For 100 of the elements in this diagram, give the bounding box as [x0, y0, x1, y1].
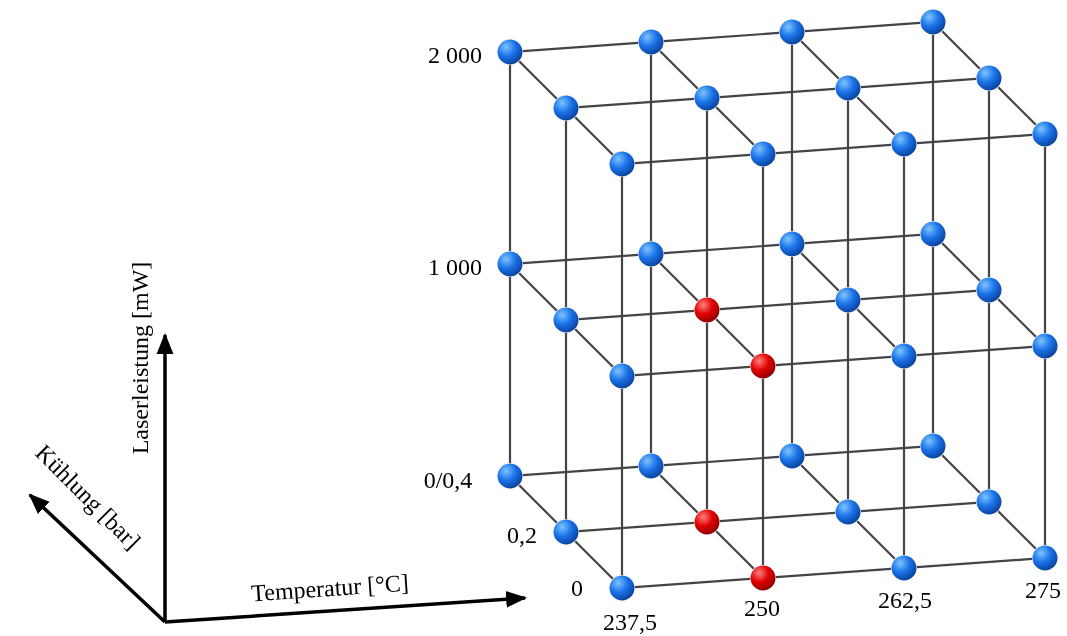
connector-line — [663, 31, 780, 43]
axis-title: Laserleistung [mW] — [128, 261, 152, 455]
sphere — [1032, 121, 1058, 147]
connector-line — [856, 96, 896, 136]
connector-line — [800, 464, 840, 504]
connector-line — [574, 116, 614, 156]
axis-tick-label: 250 — [744, 596, 780, 620]
connector-line — [705, 111, 709, 297]
sphere — [553, 519, 579, 545]
connector-line — [522, 41, 639, 53]
sphere — [779, 443, 805, 469]
axis-tick-label: 2 000 — [428, 43, 482, 67]
connector-line — [860, 501, 977, 513]
connector-line — [705, 323, 709, 509]
connector-line — [1043, 359, 1047, 545]
sphere — [750, 565, 776, 591]
axis-tick-label: 275 — [1025, 578, 1061, 602]
connector-line — [790, 257, 794, 443]
connector-line — [719, 87, 836, 99]
sphere — [497, 251, 523, 277]
sphere — [609, 575, 635, 601]
connector-line — [620, 177, 624, 363]
axis-tick-label: 262,5 — [878, 588, 932, 612]
connector-line — [634, 577, 751, 589]
sphere — [638, 453, 664, 479]
connector-line — [997, 510, 1037, 550]
connector-line — [1043, 147, 1047, 333]
connector-line — [659, 262, 699, 302]
connector-line — [916, 133, 1033, 145]
connector-line — [941, 454, 981, 494]
connector-line — [761, 379, 765, 565]
connector-line — [856, 308, 896, 348]
sphere — [835, 75, 861, 101]
sphere — [976, 489, 1002, 515]
connector-line — [916, 345, 1033, 357]
sphere — [891, 131, 917, 157]
connector-line — [578, 521, 695, 533]
connector-line — [578, 309, 695, 321]
connector-line — [902, 157, 906, 343]
axis-title: Temperatur [°C] — [250, 570, 410, 606]
connector-line — [902, 369, 906, 555]
sphere — [750, 353, 776, 379]
connector-line — [846, 313, 850, 499]
axis-tick-label: 0 — [571, 576, 583, 600]
connector-line — [508, 277, 512, 463]
connector-line — [931, 35, 935, 221]
sphere — [609, 151, 635, 177]
sphere — [976, 65, 1002, 91]
sphere — [750, 141, 776, 167]
connector-line — [775, 355, 892, 367]
sphere — [553, 307, 579, 333]
connector-line — [719, 511, 836, 523]
connector-line — [574, 540, 614, 580]
connector-line — [790, 45, 794, 231]
connector-line — [564, 121, 568, 307]
connector-line — [518, 60, 558, 100]
connector-line — [663, 243, 780, 255]
sphere — [835, 287, 861, 313]
connector-line — [634, 153, 751, 165]
sphere — [609, 363, 635, 389]
connector-line — [860, 77, 977, 89]
connector-line — [856, 520, 896, 560]
connector-line — [775, 143, 892, 155]
sphere — [694, 85, 720, 111]
connector-line — [659, 474, 699, 514]
sphere — [497, 463, 523, 489]
connector-line — [715, 106, 755, 146]
connector-line — [860, 289, 977, 301]
connector-line — [941, 242, 981, 282]
connector-line — [522, 465, 639, 477]
sphere — [920, 9, 946, 35]
sphere — [638, 241, 664, 267]
connector-line — [649, 55, 653, 241]
connector-line — [659, 50, 699, 90]
connector-line — [800, 40, 840, 80]
connector-line — [578, 97, 695, 109]
sphere — [920, 433, 946, 459]
sphere — [1032, 545, 1058, 571]
sphere — [891, 343, 917, 369]
axis-tick-label: 0,2 — [507, 523, 537, 547]
sphere — [891, 555, 917, 581]
sphere — [638, 29, 664, 55]
connector-line — [715, 318, 755, 358]
connector-line — [804, 445, 921, 457]
connector-line — [804, 21, 921, 33]
connector-line — [574, 328, 614, 368]
connector-line — [634, 365, 751, 377]
connector-line — [663, 455, 780, 467]
connector-line — [620, 389, 624, 575]
sphere — [976, 277, 1002, 303]
connector-line — [846, 101, 850, 287]
sphere — [1032, 333, 1058, 359]
connector-line — [916, 557, 1033, 569]
connector-line — [518, 484, 558, 524]
connector-line — [649, 267, 653, 453]
connector-line — [715, 530, 755, 570]
sphere — [694, 297, 720, 323]
sphere — [779, 231, 805, 257]
sphere — [835, 499, 861, 525]
connector-line — [522, 253, 639, 265]
